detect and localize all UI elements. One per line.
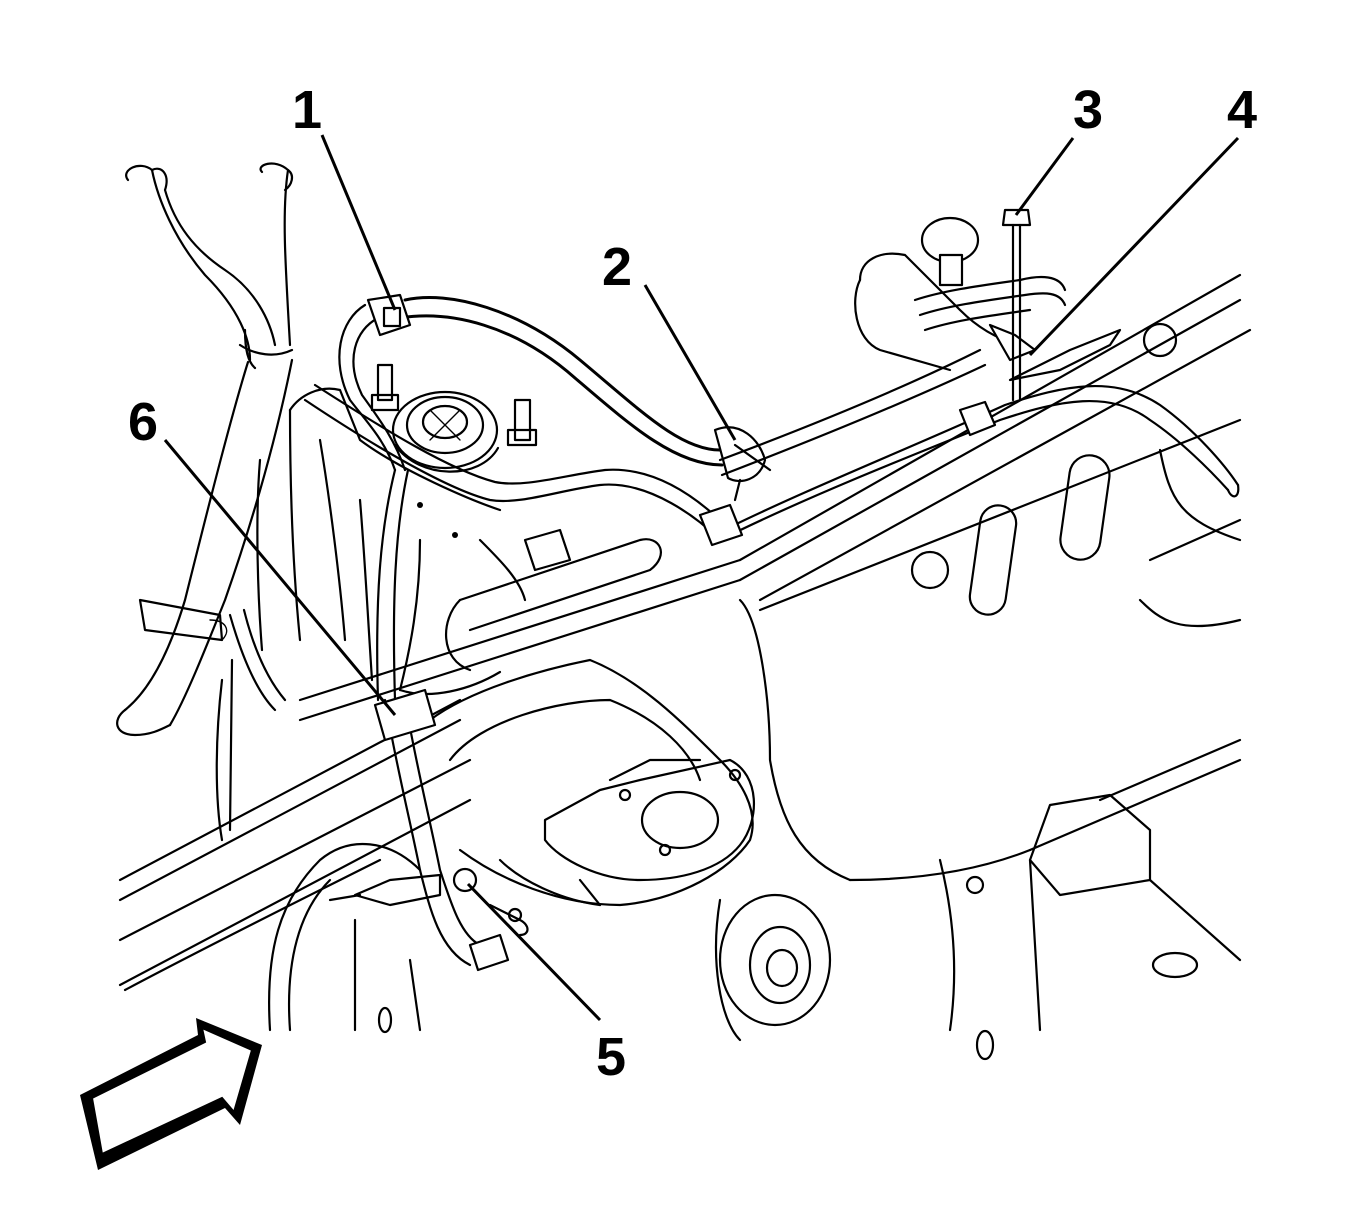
center-bracket — [428, 658, 756, 907]
callout-3: 3 — [1073, 80, 1103, 140]
leader-1 — [320, 134, 397, 311]
wiring-harness — [338, 293, 772, 702]
view-direction-arrow-icon — [80, 1018, 262, 1170]
fuel-lines — [303, 348, 1240, 672]
callout-1: 1 — [292, 80, 322, 140]
leader-lines — [163, 134, 1240, 1022]
frame-rails — [118, 273, 1252, 1061]
callout-4: 4 — [1227, 80, 1257, 140]
leader-6 — [163, 439, 397, 716]
leader-2 — [643, 284, 737, 441]
leader-3 — [1014, 137, 1075, 216]
callout-5: 5 — [596, 1027, 626, 1087]
fuel-tank — [215, 363, 538, 842]
callout-labels: 1 2 3 4 5 6 — [128, 80, 1257, 1087]
leader-4 — [1028, 136, 1240, 357]
leader-5 — [466, 882, 602, 1022]
fuel-fittings — [523, 208, 1122, 572]
lower-harness — [328, 688, 529, 972]
filler-hoses — [116, 162, 294, 737]
callout-2: 2 — [602, 237, 632, 297]
callout-6: 6 — [128, 392, 158, 452]
